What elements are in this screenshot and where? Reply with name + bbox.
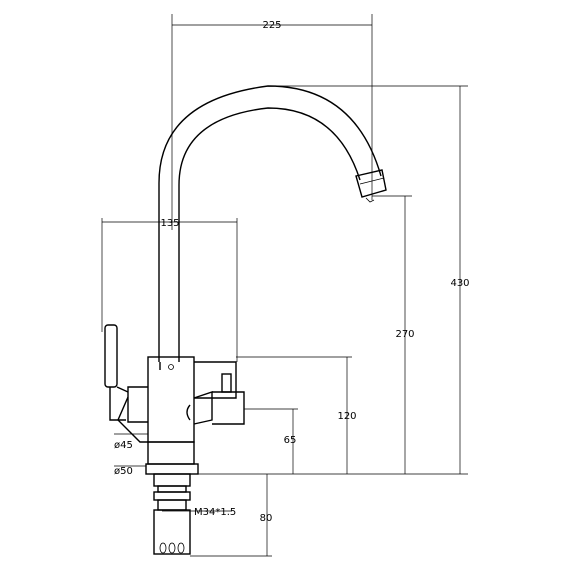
spout: [158, 85, 382, 370]
base-ring: [145, 441, 199, 475]
faucet-body: [127, 356, 237, 443]
aerator-tip: [355, 169, 387, 203]
label-shank-length: 80: [260, 513, 273, 524]
left-handle: [104, 324, 148, 443]
label-body-diameter: ø45: [114, 440, 133, 451]
label-base-height: 65: [284, 435, 297, 446]
label-body-height: 120: [337, 411, 356, 422]
label-handle-span: 135: [160, 218, 179, 229]
label-thread: M34*1.5: [194, 507, 236, 518]
label-spout-reach: 225: [262, 20, 281, 31]
dimension-labels: 225 135 430 270 120 65 ø45 ø50 M34*1.5 8…: [114, 20, 470, 524]
label-total-height: 430: [450, 278, 469, 289]
dimension-lines: [101, 14, 468, 557]
shank: [153, 473, 191, 555]
right-outlet: [186, 373, 245, 425]
label-base-diameter: ø50: [114, 466, 133, 477]
label-spout-height: 270: [395, 329, 414, 340]
